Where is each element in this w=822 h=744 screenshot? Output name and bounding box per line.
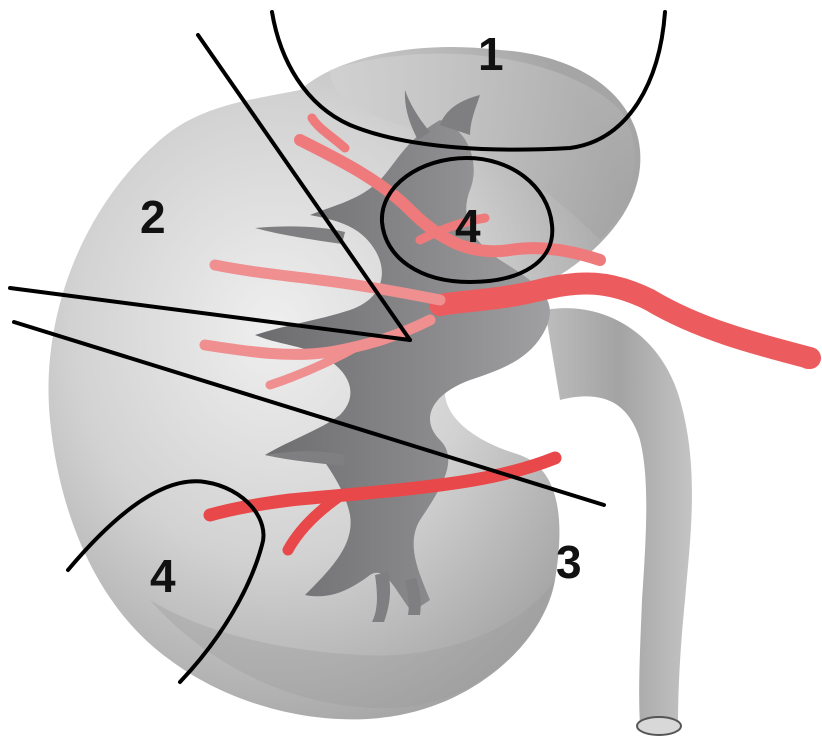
renal-artery-cut-end (797, 347, 819, 369)
region-label-1: 1 (478, 28, 504, 80)
region-label-4-upper: 4 (455, 200, 481, 252)
ureter (545, 308, 692, 735)
region-label-4-lower: 4 (150, 550, 176, 602)
ureter-opening (637, 717, 681, 735)
region-label-3: 3 (556, 536, 582, 588)
region-label-2: 2 (140, 191, 166, 243)
ureter-tube (545, 308, 692, 725)
